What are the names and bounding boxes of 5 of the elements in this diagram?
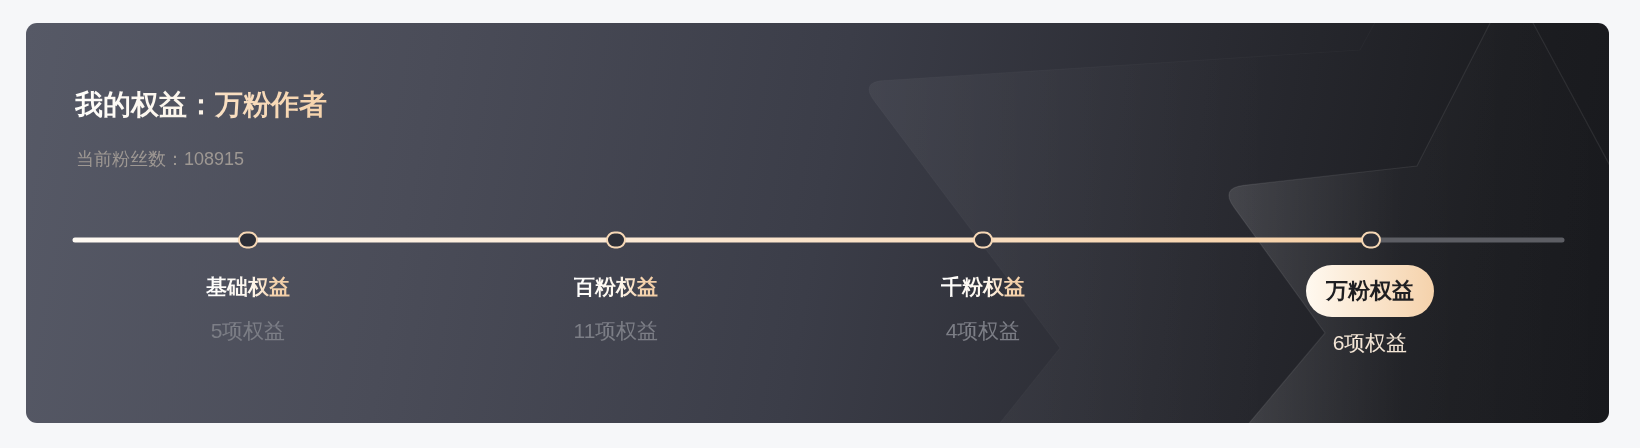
benefit-count: 11项权益 [573, 318, 659, 344]
benefit-count: 4项权益 [945, 318, 1021, 344]
fan-count-text: 当前粉丝数：108915 [76, 148, 245, 170]
benefit-count: 6项权益 [1332, 330, 1408, 356]
current-tier-badge: 万粉权益 [1306, 265, 1434, 317]
